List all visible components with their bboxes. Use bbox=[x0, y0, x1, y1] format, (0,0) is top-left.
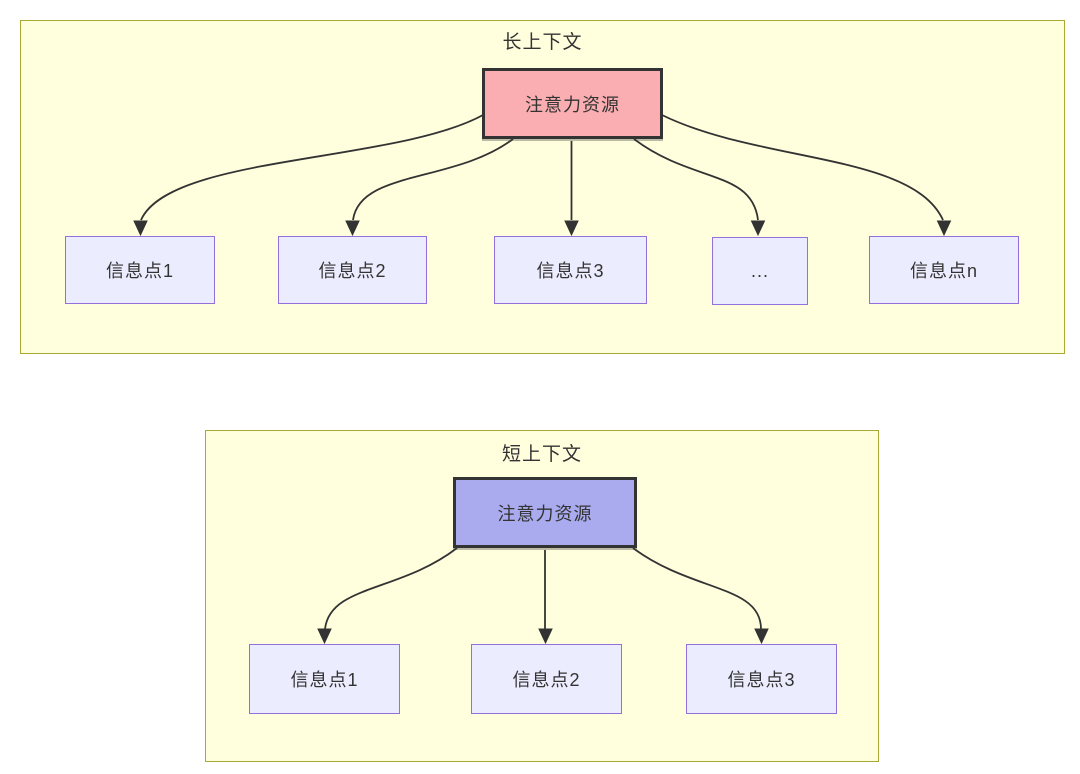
long-info-node-2: 信息点2 bbox=[278, 236, 427, 304]
short-attention-node: 注意力资源 bbox=[453, 477, 637, 548]
long-context-title: 长上下文 bbox=[502, 32, 583, 53]
long-info-node-n: 信息点n bbox=[869, 236, 1019, 304]
long-info-node-ellipsis: ... bbox=[712, 237, 808, 305]
short-info-node-3: 信息点3 bbox=[686, 644, 837, 714]
long-info-node-3: 信息点3 bbox=[494, 236, 647, 304]
short-context-title: 短上下文 bbox=[501, 444, 582, 465]
long-info-node-1: 信息点1 bbox=[65, 236, 215, 304]
long-attention-node: 注意力资源 bbox=[482, 68, 663, 139]
short-info-node-2: 信息点2 bbox=[471, 644, 622, 714]
short-info-node-1: 信息点1 bbox=[249, 644, 400, 714]
